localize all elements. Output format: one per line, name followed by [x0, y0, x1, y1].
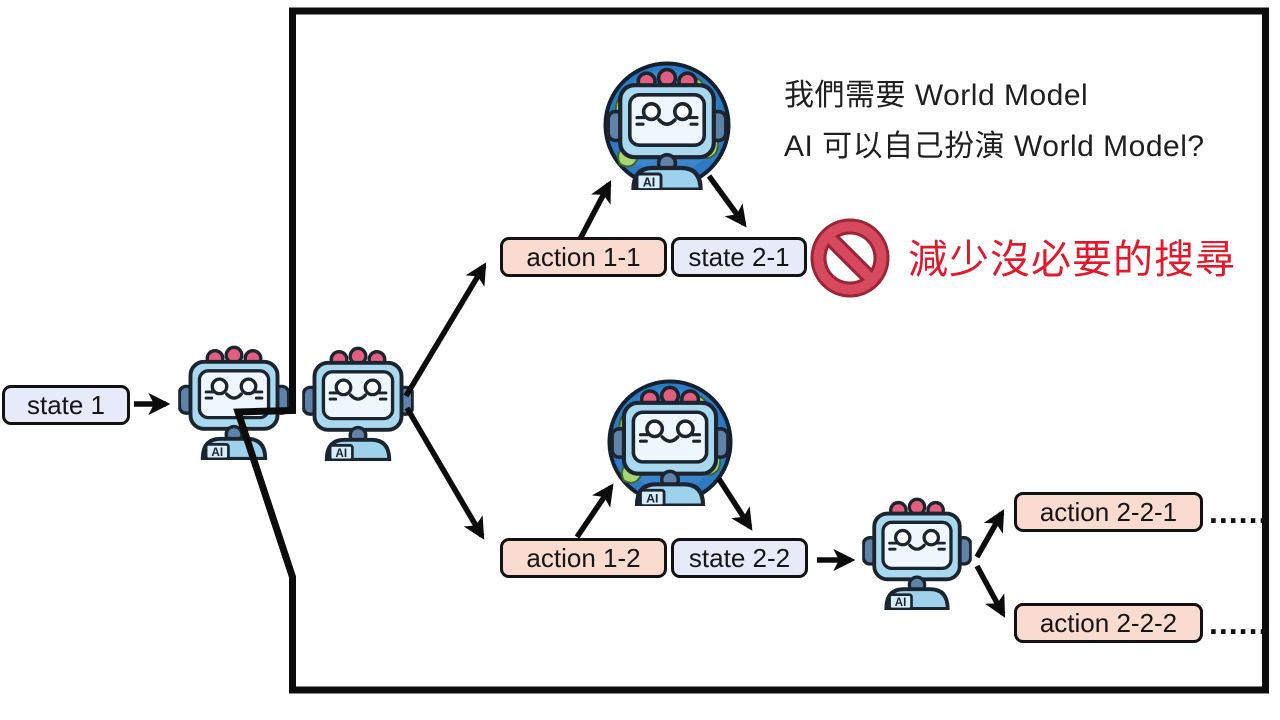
arrow-agent-to-action-2-2-1 — [974, 509, 1005, 559]
agent-robot-icon — [302, 345, 414, 461]
world-model-robot-icon — [606, 378, 734, 506]
arrow-action-1-1-to-world — [576, 180, 612, 243]
prohibition-icon — [810, 218, 890, 298]
agent-robot-icon — [862, 496, 972, 610]
question-line-2: AI 可以自己扮演 World Model? — [784, 130, 1205, 163]
prune-search-note: 減少沒必要的搜尋 — [908, 238, 1236, 282]
state-1-box: state 1 — [2, 385, 130, 425]
state-2-1-box: state 2-1 — [671, 237, 807, 277]
action-2-2-2-box: action 2-2-2 — [1014, 603, 1203, 643]
world-model-robot-icon — [602, 60, 732, 190]
ellipsis-after-action-2-2-2: ...... — [1209, 605, 1269, 641]
arrow-agent-to-action-2-2-2 — [974, 564, 1006, 618]
action-1-1-box: action 1-1 — [500, 237, 667, 277]
ellipsis-after-action-2-2-1: ...... — [1209, 494, 1269, 530]
action-2-2-1-box: action 2-2-1 — [1014, 492, 1203, 532]
question-line-1: 我們需要 World Model — [784, 79, 1089, 112]
agent-robot-icon — [178, 344, 290, 460]
state-2-2-box: state 2-2 — [671, 538, 808, 578]
arrow-agent-to-action-1-1 — [403, 262, 487, 398]
action-1-2-box: action 1-2 — [500, 538, 667, 578]
arrow-agent-to-action-1-2 — [404, 406, 485, 540]
